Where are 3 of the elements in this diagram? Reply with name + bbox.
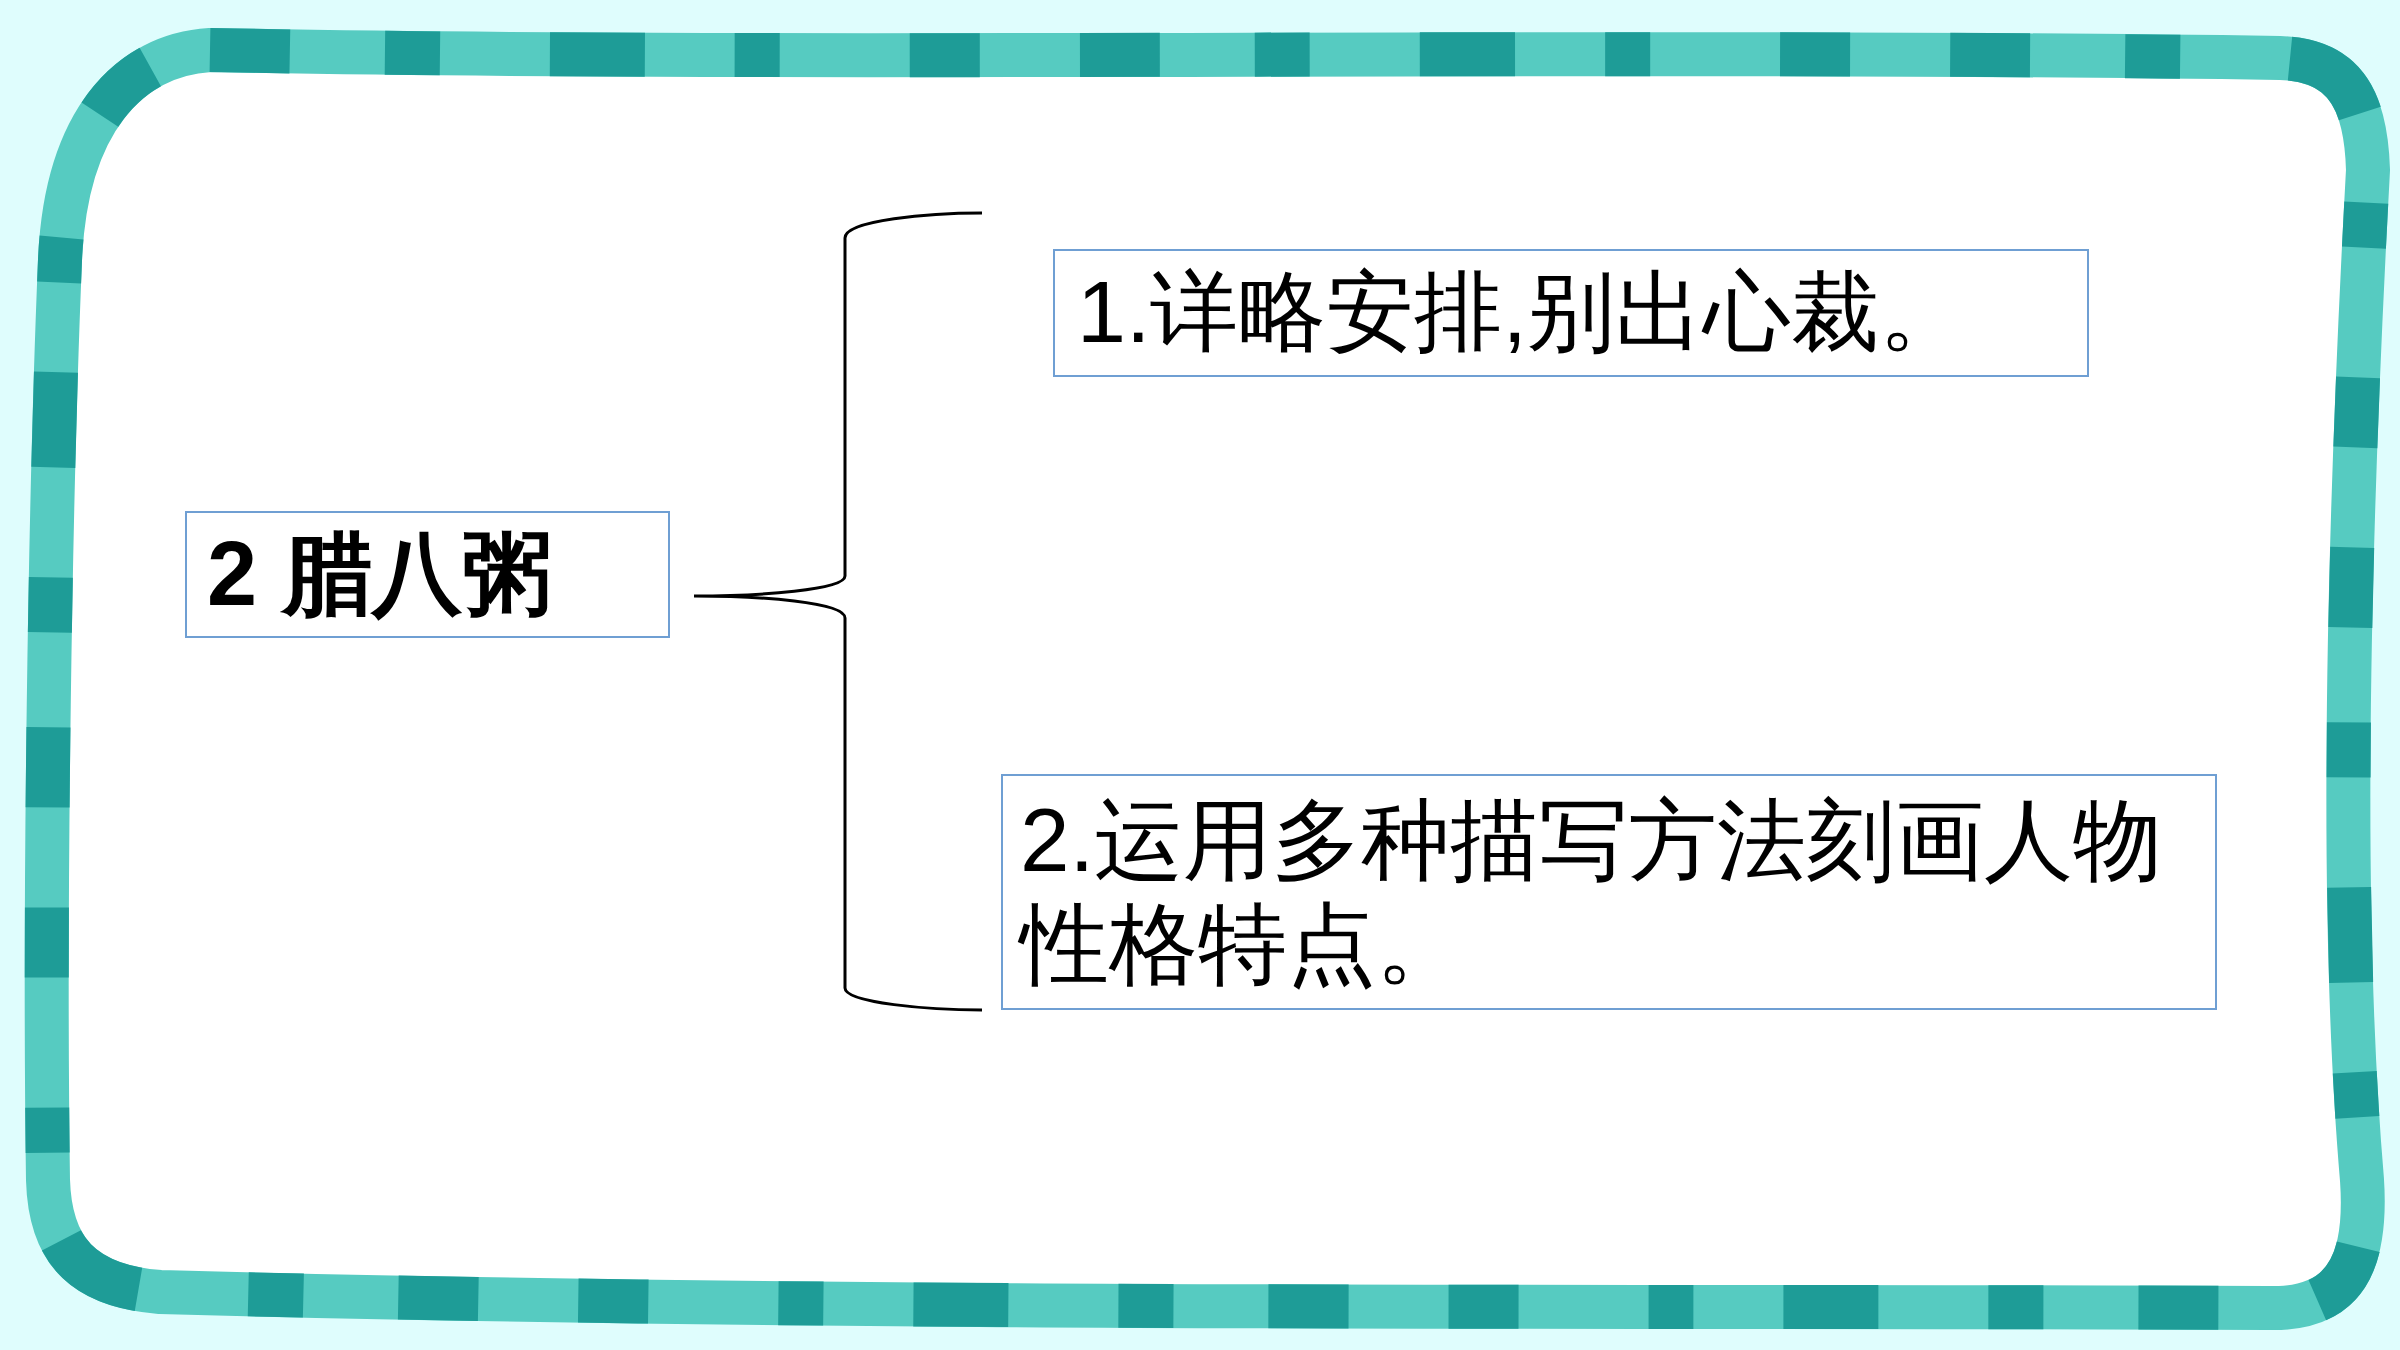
text-box: 1.详略安排,别出心裁。 <box>1053 249 2089 377</box>
text-box: 2.运用多种描写方法刻画人物性格特点。 <box>1001 774 2217 1010</box>
text-box: 2 腊八粥 <box>185 511 670 638</box>
